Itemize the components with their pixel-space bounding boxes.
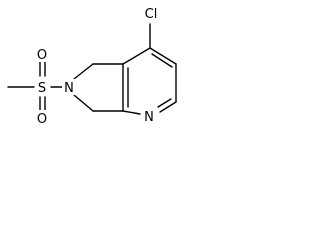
mask-o-top: [35, 46, 49, 62]
atom-n-ring: N: [64, 81, 74, 96]
bond-n-c7: [73, 94, 94, 112]
mask-n-pyridine: [142, 108, 156, 124]
atom-s: S: [38, 81, 46, 96]
mask-n-ring: [62, 79, 76, 95]
bond-n-c5: [73, 63, 94, 80]
bond-c4a-c4: [122, 47, 151, 65]
atom-o-top: O: [37, 48, 47, 63]
bond-c2-n1-inner: [157, 98, 172, 108]
mask-s: [35, 79, 49, 95]
mask-o-bottom: [35, 110, 49, 126]
bond-n1-c7a: [122, 110, 141, 115]
bond-c2-n1: [159, 101, 177, 113]
atom-o-bottom: O: [37, 112, 47, 127]
molecule-structure: Cl S O O N N: [7, 4, 177, 127]
atom-cl: Cl: [145, 7, 158, 22]
bond-c4-c3-inner: [151, 53, 173, 68]
mask-cl: [140, 4, 162, 22]
bond-c4-c3: [149, 47, 177, 65]
atom-n-pyridine: N: [144, 110, 154, 125]
